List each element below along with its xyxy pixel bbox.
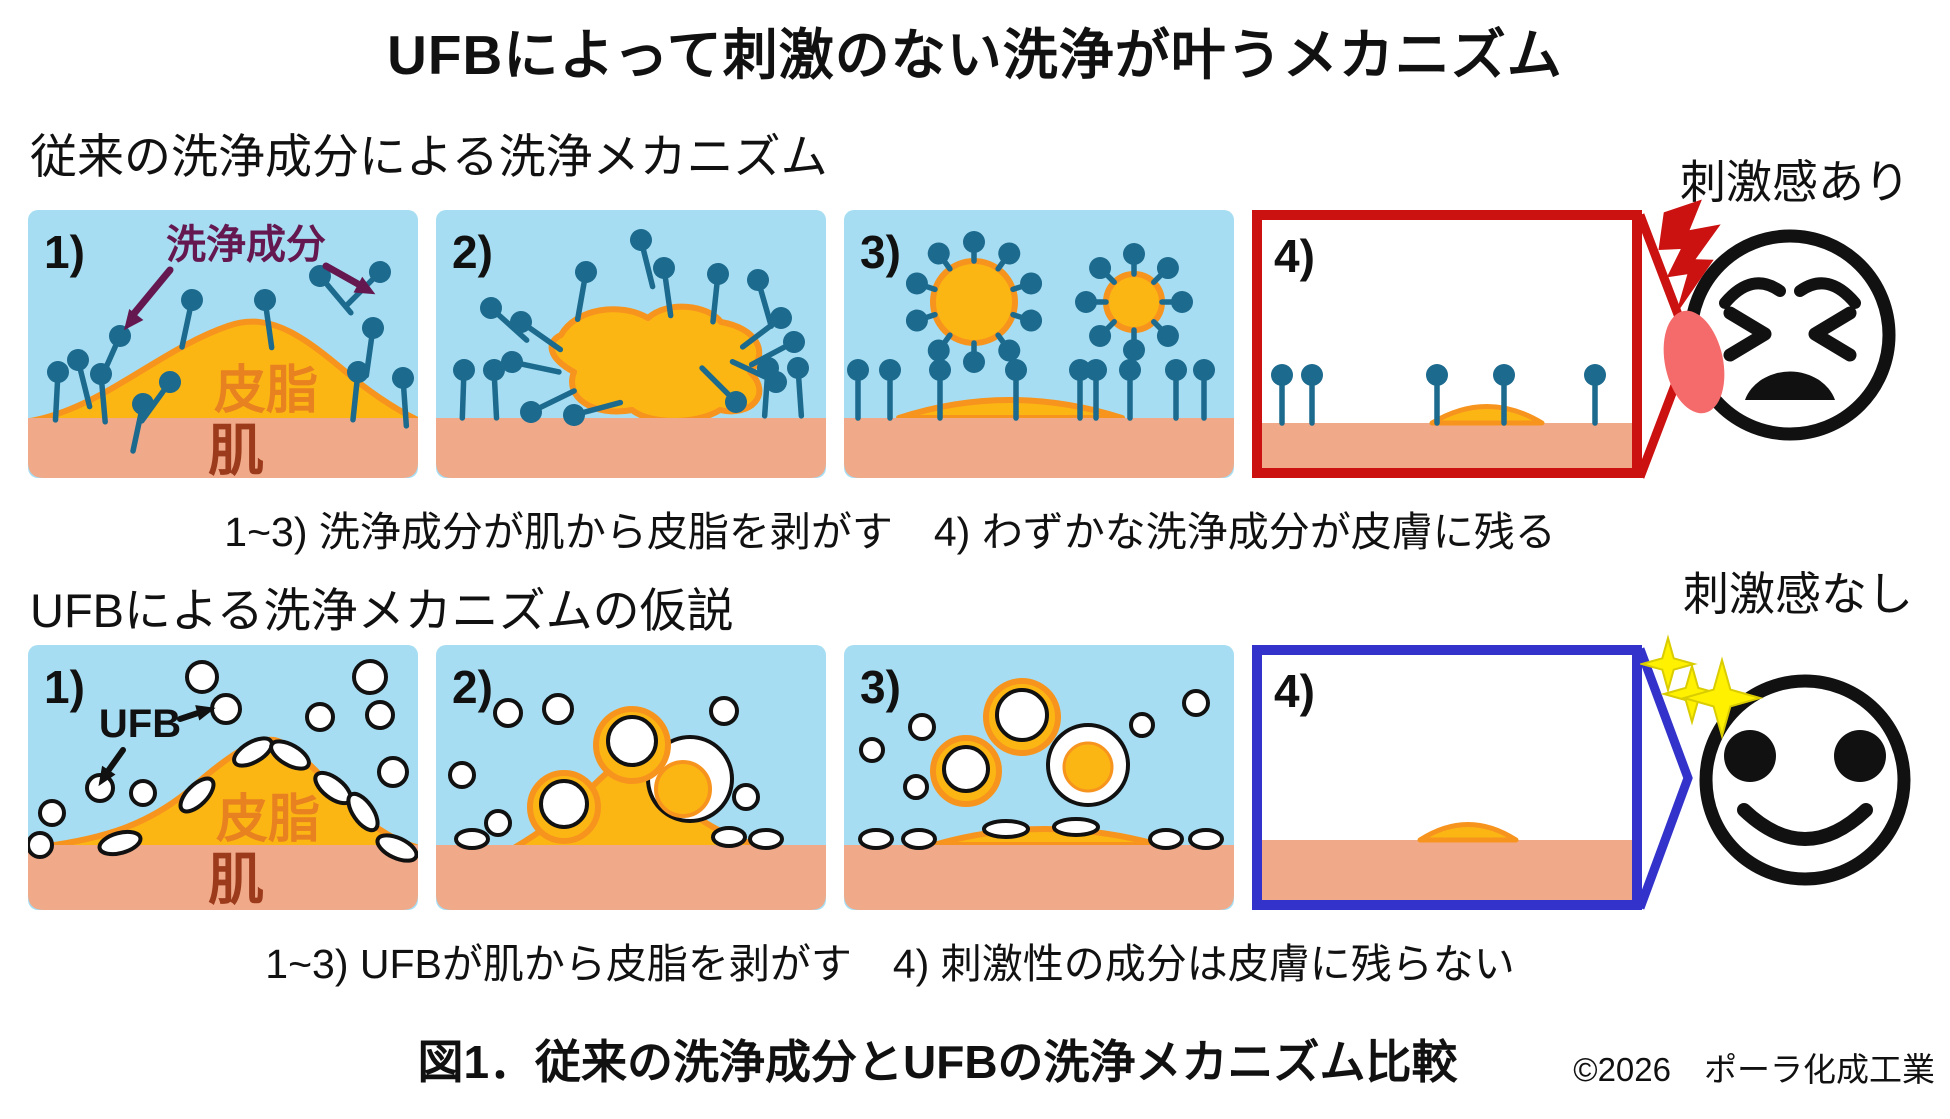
surfactant-callout: 洗浄成分 <box>123 223 376 331</box>
no-irritation-result-label: 刺激感なし <box>1683 568 1913 620</box>
right-eye <box>1834 730 1886 782</box>
ufb-bubbles <box>28 659 418 863</box>
open-mouth <box>1745 371 1835 400</box>
panel-number: 4) <box>1274 665 1315 717</box>
bubble-with-sebum-core <box>1046 723 1130 807</box>
arrow-icon <box>128 266 174 320</box>
left-eye <box>1724 730 1776 782</box>
page-title: UFBによって刺激のない洗浄が叶うメカニズム <box>387 24 1563 86</box>
panel-number: 2) <box>452 661 493 713</box>
skin-layer <box>436 845 826 910</box>
blue-calm-frame <box>1252 645 1642 910</box>
sebum-carrying-bubble-top <box>983 678 1061 756</box>
skin-label: 肌 <box>208 419 264 478</box>
arrow-icon <box>105 747 126 774</box>
right-squeezed-eye <box>1808 306 1857 362</box>
ufb-bubbles <box>858 689 1224 850</box>
left-squeezed-eye <box>1723 306 1772 362</box>
conventional-step4-panel: 4) <box>1252 210 1642 478</box>
micelle-small <box>1075 243 1193 361</box>
bubble-on-left-slope <box>527 770 601 844</box>
blue-callout-chevron-icon <box>1638 647 1693 910</box>
figure-caption: 図1．従来の洗浄成分とUFBの洗浄メカニズム比較 <box>417 1036 1458 1088</box>
copyright-notice: ©2026 ポーラ化成工業 <box>1573 1051 1935 1088</box>
ufb-step2-panel: 2) <box>436 645 826 910</box>
right-eyebrow <box>1794 277 1861 309</box>
skin-layer <box>28 418 418 478</box>
panel-number: 3) <box>860 661 901 713</box>
residual-sebum-bump <box>1429 404 1545 426</box>
skin-layer <box>844 418 1234 478</box>
happy-face-icon <box>1640 634 1911 886</box>
left-eyebrow <box>1719 277 1786 309</box>
residual-surfactants <box>1271 364 1606 426</box>
conventional-caption: 1~3) 洗浄成分が肌から皮脂を剥がす 4) わずかな洗浄成分が皮膚に残る <box>224 509 1556 555</box>
ufb-label: UFB <box>99 702 181 746</box>
ufb-step4-panel: 4) <box>1252 645 1642 910</box>
panel-number: 2) <box>452 226 493 278</box>
conventional-step3-panel: 3) <box>844 210 1234 478</box>
irritated-face-icon <box>1658 199 1896 441</box>
skin-layer <box>844 845 1234 910</box>
arrow-icon <box>322 262 362 288</box>
arrow-icon <box>177 710 201 722</box>
irritation-result-label: 刺激感あり <box>1680 156 1910 208</box>
ufb-bubbles <box>448 693 784 850</box>
face-outline <box>1684 229 1896 441</box>
panel-number: 3) <box>860 226 901 278</box>
skin-layer <box>436 418 826 478</box>
skin-layer <box>1260 840 1634 905</box>
bubble-on-peak <box>593 706 671 784</box>
sebum-carrying-bubble-left <box>930 735 1002 807</box>
red-alert-frame <box>1252 210 1642 478</box>
section-ufb-heading: UFBによる洗浄メカニズムの仮説 <box>30 584 734 637</box>
skin-layer <box>1260 423 1634 473</box>
conventional-step2-panel: 2) <box>436 210 826 478</box>
blush-icon <box>1663 310 1725 414</box>
ufb-callout: UFB <box>98 702 216 787</box>
section-conventional-heading: 従来の洗浄成分による洗浄メカニズム <box>30 130 828 183</box>
sebum-label: 皮脂 <box>216 791 320 849</box>
skin-layer <box>28 845 418 910</box>
skin-label: 肌 <box>208 848 264 910</box>
panel-number: 1) <box>44 661 85 713</box>
lightning-icon <box>1658 199 1721 315</box>
ufb-step1-panel: UFB 皮脂 肌 1) <box>28 645 418 910</box>
ufb-step3-panel: 3) <box>844 645 1234 910</box>
micelle-large <box>905 231 1043 373</box>
sebum-label: 皮脂 <box>214 362 318 420</box>
face-outline <box>1699 674 1911 886</box>
surfactant-label: 洗浄成分 <box>166 223 326 267</box>
surfactant-molecules <box>453 229 809 426</box>
sparkle-icon <box>1640 634 1764 740</box>
ufb-caption: 1~3) UFBが肌から皮脂を剥がす 4) 刺激性の成分は皮膚に残らない <box>265 941 1515 987</box>
conventional-step1-panel: 洗浄成分 皮脂 肌 1) <box>28 210 418 478</box>
panel-number: 1) <box>44 226 85 278</box>
smile-mouth <box>1737 803 1873 846</box>
panel-number: 4) <box>1274 230 1315 282</box>
sebum-mound <box>28 318 418 425</box>
residual-sebum-bump <box>1417 822 1519 843</box>
surfactant-molecules <box>847 359 1215 421</box>
